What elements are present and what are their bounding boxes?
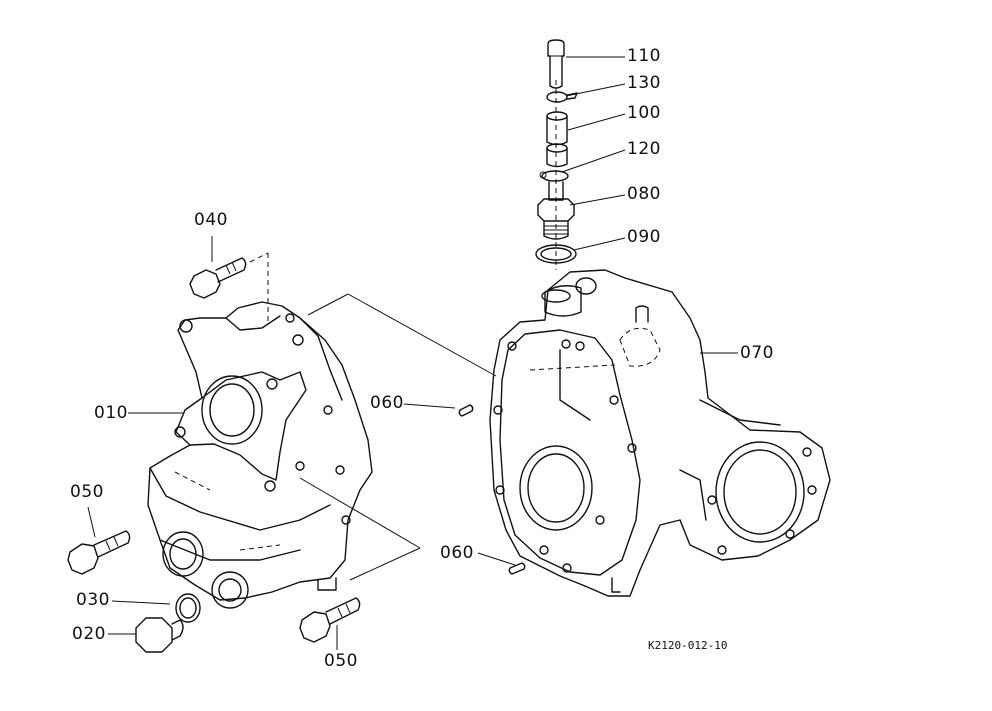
label-010: 010 (94, 403, 128, 423)
label-050-right: 050 (324, 651, 358, 671)
label-030: 030 (76, 590, 110, 610)
label-040: 040 (194, 210, 228, 230)
label-060-upper: 060 (370, 393, 404, 413)
label-050-left: 050 (70, 482, 104, 502)
label-020: 020 (72, 624, 106, 644)
leader-lines (87, 56, 738, 650)
transmission-case-right (489, 269, 831, 597)
label-070: 070 (740, 343, 774, 363)
label-130: 130 (627, 73, 661, 93)
breather-valve-stack (535, 39, 578, 264)
label-080: 080 (627, 184, 661, 204)
label-060-lower: 060 (440, 543, 474, 563)
label-110: 110 (627, 46, 661, 66)
drawing-code: K2120-012-10 (648, 639, 728, 652)
transmission-case-left (147, 301, 373, 609)
label-090: 090 (627, 227, 661, 247)
label-120: 120 (627, 139, 661, 159)
label-100: 100 (627, 103, 661, 123)
fasteners (67, 257, 526, 653)
